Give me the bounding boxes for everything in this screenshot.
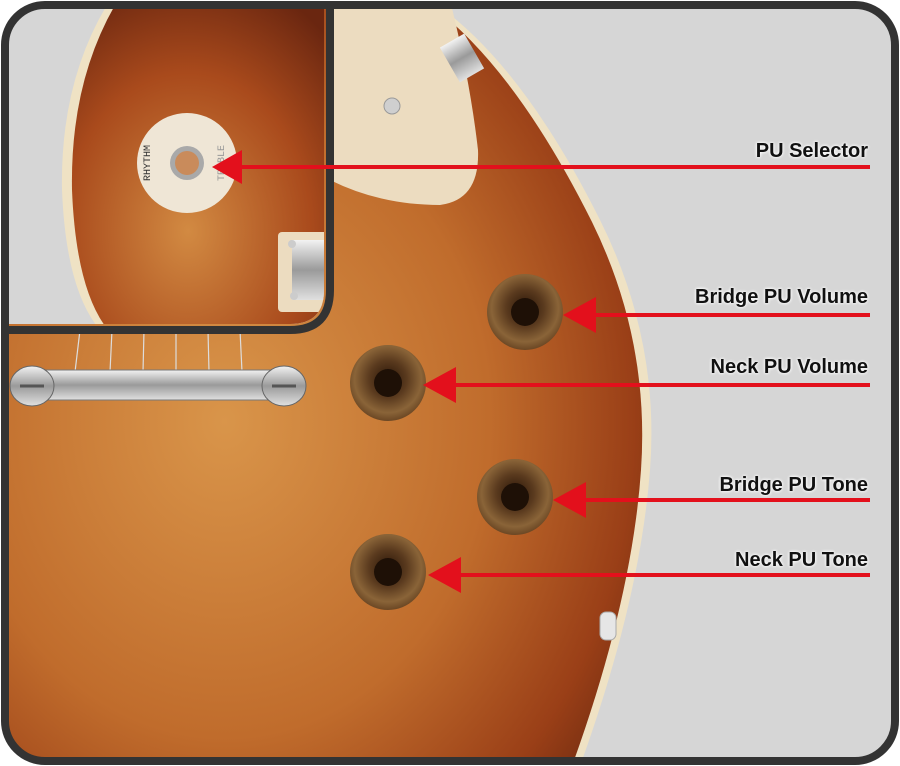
inset-border bbox=[6, 6, 334, 334]
neck-tone-knob[interactable] bbox=[350, 534, 426, 610]
label-pu-selector: PU Selector bbox=[755, 140, 868, 162]
arrow-pu-selector bbox=[212, 150, 870, 184]
arrow-neck-tone bbox=[428, 557, 870, 593]
label-bridge-pu-tone: Bridge PU Tone bbox=[719, 474, 868, 496]
pickguard-bracket bbox=[439, 33, 485, 83]
pickguard-screw bbox=[383, 97, 401, 115]
rhythm-text: RHYTHM bbox=[143, 145, 154, 181]
bridge-tone-knob[interactable] bbox=[477, 459, 553, 535]
arrow-bridge-tone bbox=[553, 482, 870, 518]
label-bridge-pu-volume: Bridge PU Volume bbox=[695, 286, 868, 308]
output-jack bbox=[599, 611, 617, 641]
label-neck-pu-tone: Neck PU Tone bbox=[735, 549, 868, 571]
tune-o-matic-bridge bbox=[9, 365, 307, 407]
arrow-bridge-volume bbox=[563, 297, 870, 333]
bridge-volume-knob[interactable] bbox=[487, 274, 563, 350]
strings bbox=[74, 329, 243, 373]
callout-arrows bbox=[212, 150, 870, 593]
arrow-neck-volume bbox=[423, 367, 870, 403]
selector-switch-tip bbox=[175, 151, 199, 175]
pickguard bbox=[330, 6, 479, 205]
label-neck-pu-volume: Neck PU Volume bbox=[710, 356, 868, 378]
neck-volume-knob[interactable] bbox=[350, 345, 426, 421]
